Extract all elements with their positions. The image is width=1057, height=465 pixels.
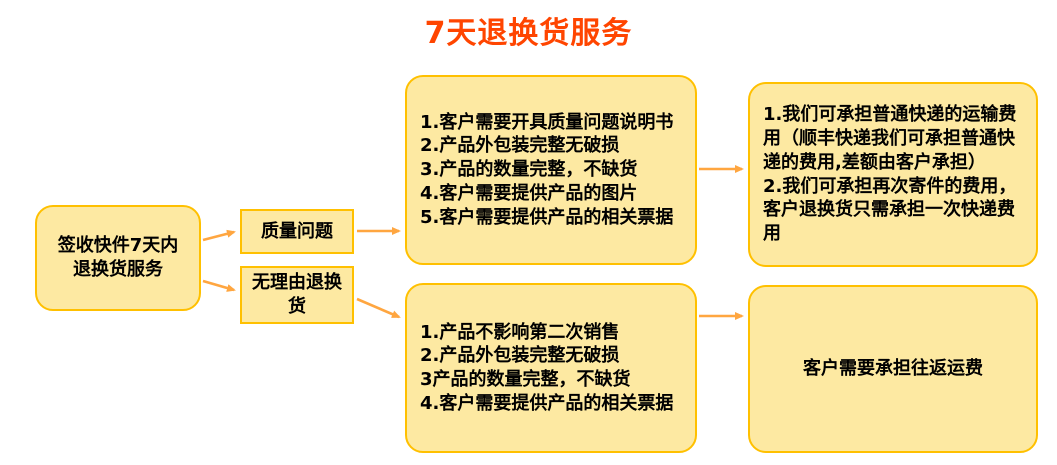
result-no-reason-return: 客户需要承担往返运费 [748,285,1038,453]
diagram-title: 7天退换货服务 [424,16,633,51]
condition-no-reason-return: 1.产品不影响第二次销售 2.产品外包装完整无破损 3产品的数量完整，不缺货 4… [405,283,697,453]
result-quality-problem: 1.我们可承担普通快递的运输费用（顺丰快递我们可承担普通快递的费用,差额由客户承… [748,82,1038,267]
arrow-start-to-quality [202,229,236,242]
arrow-start-to-noreason [202,279,236,292]
arrow-noreason-to-condition [356,297,401,319]
start-node: 签收快件7天内退换货服务 [35,205,201,311]
branch-quality-problem: 质量问题 [240,209,354,254]
condition-quality-problem: 1.客户需要开具质量问题说明书 2.产品外包装完整无破损 3.产品的数量完整，不… [405,75,697,265]
branch-no-reason-return: 无理由退换货 [240,266,354,324]
